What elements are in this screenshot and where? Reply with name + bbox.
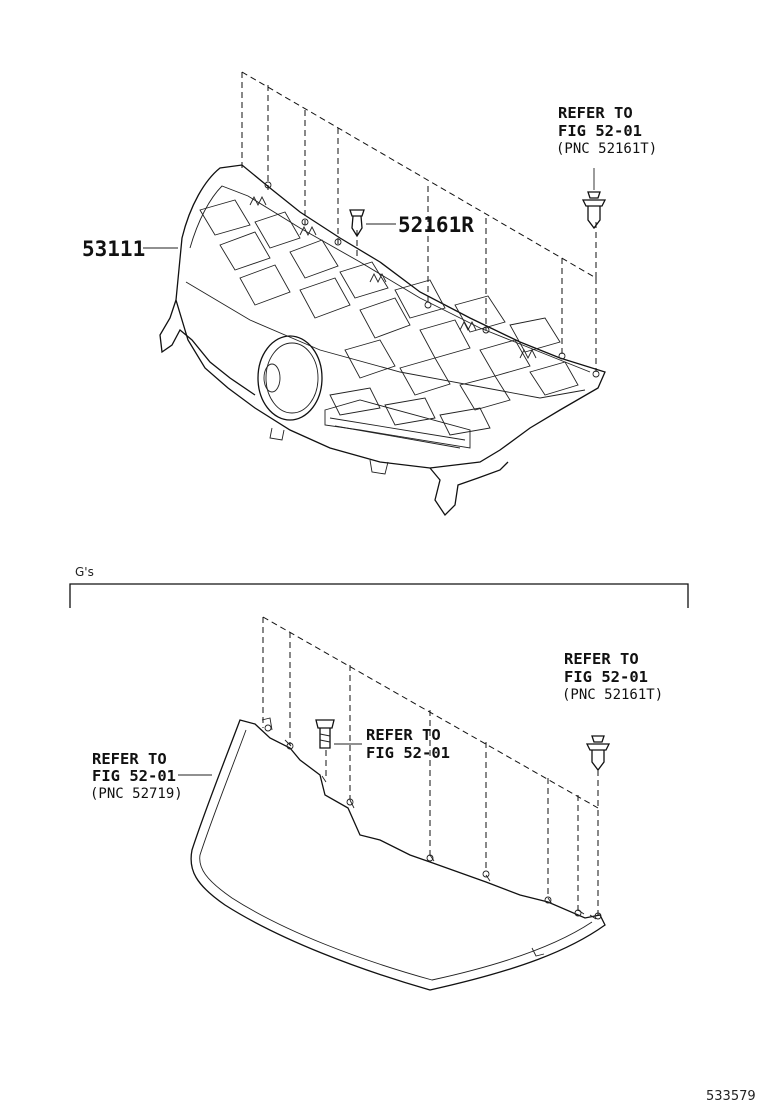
illustration-id: 533579	[706, 1089, 756, 1104]
clip-52161r	[349, 209, 396, 238]
variant-bracket	[69, 583, 689, 608]
bolt	[315, 719, 362, 749]
ref-panel-line2: FIG 52-01	[92, 767, 176, 785]
ref-lower-clip-line2: FIG 52-01	[564, 668, 648, 686]
ref-bolt-line1: REFER TO	[366, 726, 441, 744]
clip-52161t-lower	[585, 735, 611, 772]
ref-lower-clip-line1: REFER TO	[564, 650, 639, 668]
part-number-53111: 53111	[82, 237, 145, 261]
clip-52161t-upper	[581, 168, 607, 230]
ref-bolt-line2: FIG 52-01	[366, 744, 450, 762]
ref-panel-line3: (PNC 52719)	[90, 786, 183, 802]
ref-upper-clip-line1: REFER TO	[558, 104, 633, 122]
ref-upper-clip-line2: FIG 52-01	[558, 122, 642, 140]
lower-panel	[190, 616, 606, 991]
variant-label: G's	[75, 565, 94, 579]
ref-panel-line1: REFER TO	[92, 750, 167, 768]
ref-lower-clip-line3: (PNC 52161T)	[562, 687, 663, 703]
ref-upper-clip-line3: (PNC 52161T)	[556, 141, 657, 157]
grille-assembly	[159, 71, 606, 517]
part-number-52161r: 52161R	[398, 213, 474, 237]
